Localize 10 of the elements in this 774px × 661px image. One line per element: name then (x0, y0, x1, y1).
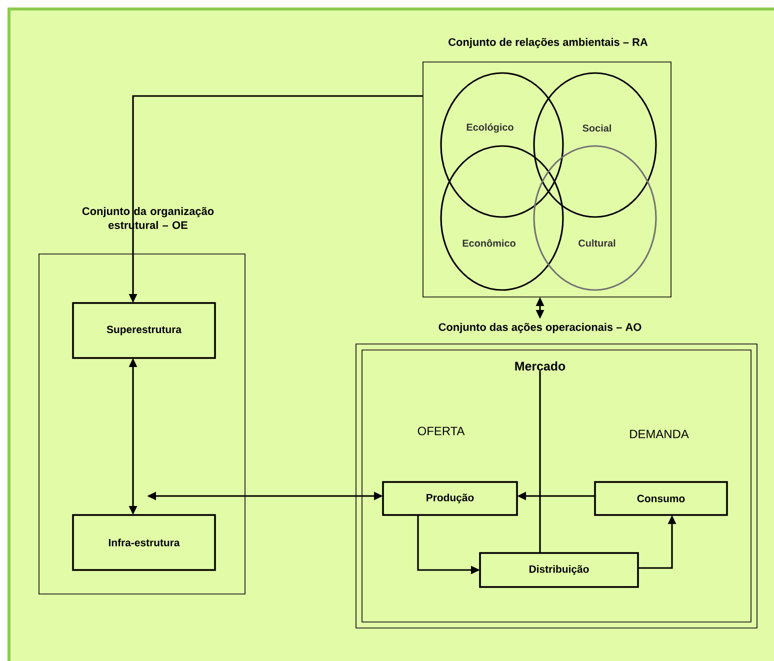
node-label: Conjunto das ações operacionais – AO (438, 322, 642, 334)
process-box: Produção (382, 481, 518, 516)
process-box: Distribuição (479, 552, 639, 588)
side-label: OFERTA (418, 426, 465, 436)
side-label: DEMANDA (630, 430, 689, 438)
node-label: Conjunto de relações ambientais – RA (448, 38, 648, 48)
process-box: Consumo (594, 481, 728, 516)
process-box: Superestrutura (72, 302, 216, 359)
market-label: Mercado (515, 361, 566, 371)
process-box: Infra-estrutura (72, 514, 216, 571)
